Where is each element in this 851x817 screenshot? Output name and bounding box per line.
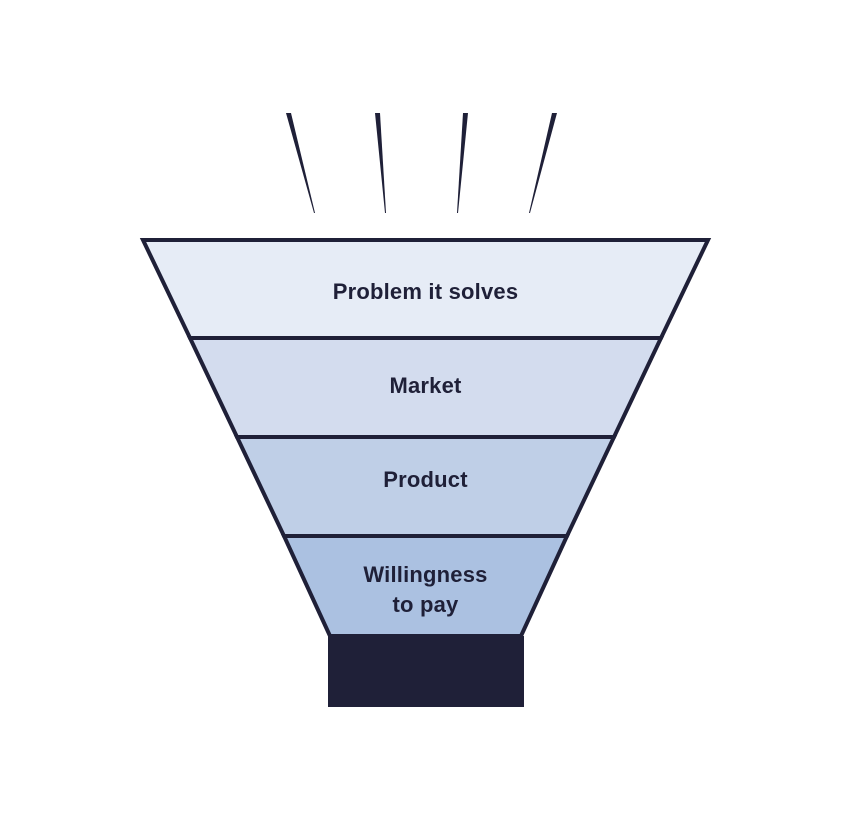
funnel-spout	[328, 636, 524, 707]
funnel-stage-2: Market	[186, 336, 665, 439]
funnel-stage-4: Willingness to pay	[280, 534, 571, 638]
funnel-stage-3-label: Product	[383, 467, 468, 492]
funnel-stage-3: Product	[233, 435, 618, 538]
funnel-stage-4-label-line-1: Willingness	[363, 562, 487, 587]
stream-line-1	[286, 113, 315, 213]
funnel-stage-4-label-line-2: to pay	[393, 592, 460, 617]
funnel-stage-1-label: Problem it solves	[333, 279, 519, 304]
stream-line-4	[529, 113, 557, 213]
input-stream-lines	[286, 113, 557, 213]
stream-line-2	[375, 113, 386, 213]
stream-line-3	[457, 113, 468, 213]
funnel-stage-2-label: Market	[389, 373, 462, 398]
funnel-stage-1: Problem it solves	[139, 238, 712, 340]
